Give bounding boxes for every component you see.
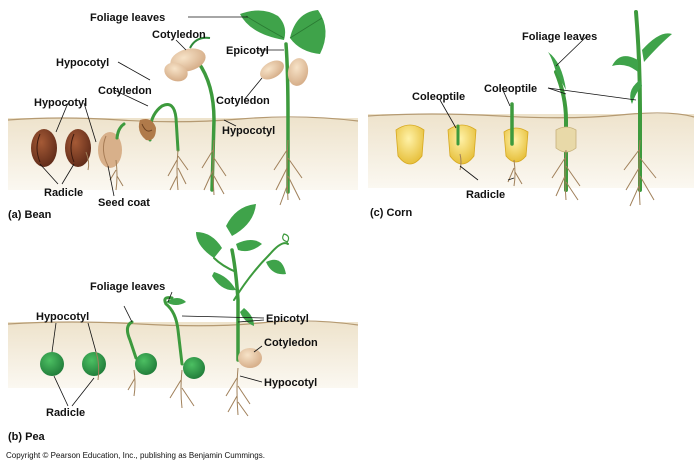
bean-label-epicotyl: Epicotyl [226,45,269,57]
pea-label-foliage-leaves: Foliage leaves [90,281,165,293]
corn-panel-caption: (c) Corn [370,207,412,219]
bean-leader-lines [39,16,284,197]
bean-label-cotyledon-top: Cotyledon [152,29,206,41]
bean-label-hypocotyl-right: Hypocotyl [222,125,275,137]
pea-leader-lines [51,291,265,407]
pea-panel [40,204,290,417]
pea-label-cotyledon: Cotyledon [264,337,318,349]
bean-label-foliage-leaves: Foliage leaves [90,12,165,24]
bean-label-hypocotyl-left: Hypocotyl [34,97,87,109]
pea-cotyledon [238,348,262,368]
pea-foliage-leaf-1 [196,232,222,258]
pea-label-hypocotyl-right: Hypocotyl [264,377,317,389]
pea-foliage-leaf-5 [266,259,286,275]
pea-label-hypocotyl-left: Hypocotyl [36,311,89,323]
corn-foliage-leaf-3 [630,80,642,104]
pea-label-radicle: Radicle [46,407,85,419]
pea-seed-2 [82,352,106,376]
bean-panel [31,10,326,206]
corn-label-foliage-leaves: Foliage leaves [522,31,597,43]
bean-seed-1 [31,129,57,167]
corn-label-coleoptile-left: Coleoptile [412,91,465,103]
pea-foliage-leaf-6 [240,308,254,326]
corn-foliage-leaf-1 [612,56,638,72]
bean-label-radicle: Radicle [44,187,83,199]
bean-label-hypocotyl-upper: Hypocotyl [56,57,109,69]
pea-foliage-leaf-2 [226,204,256,236]
corn-foliage-leaf-2 [642,33,672,62]
bean-foliage-leaf-right [290,10,326,54]
bean-seed-2 [65,129,91,167]
pea-label-epicotyl: Epicotyl [266,313,309,325]
pea-foliage-leaf-4 [236,240,262,252]
bean-label-cotyledon-right: Cotyledon [216,95,270,107]
pea-panel-caption: (b) Pea [8,431,46,443]
corn-panel [395,10,672,207]
pea-soil [7,320,359,388]
bean-label-seed-coat: Seed coat [98,197,150,209]
bean-label-cotyledon-mid: Cotyledon [98,85,152,97]
corn-kernel-1 [395,124,425,165]
pea-seed-1 [40,352,64,376]
corn-label-radicle: Radicle [466,189,505,201]
pea-foliage-leaf-3 [212,272,236,291]
bean-panel-caption: (a) Bean [8,209,52,221]
copyright-notice: Copyright © Pearson Education, Inc., pub… [6,451,265,460]
bean-foliage-leaf-left [240,10,286,40]
corn-leader-lines [439,36,637,181]
corn-label-coleoptile-right: Coleoptile [484,83,537,95]
